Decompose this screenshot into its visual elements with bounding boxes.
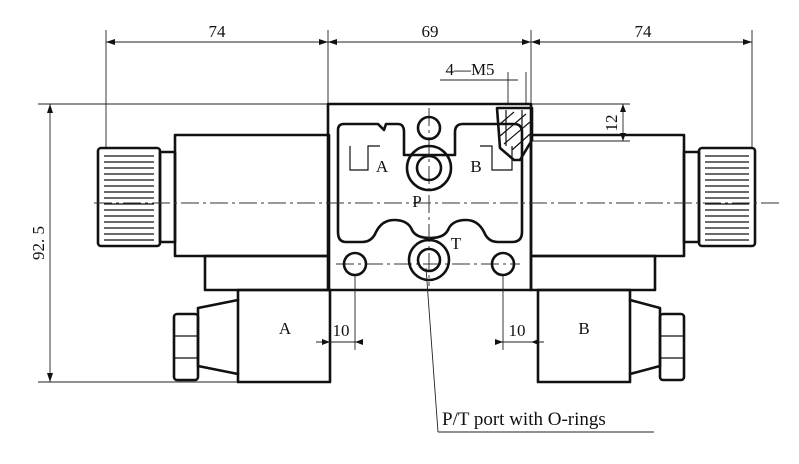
dim-right-width: 74 [635, 22, 653, 41]
left-lower-bracket [203, 254, 331, 292]
left-offset-dimension [316, 276, 363, 350]
left-knurled-nut [96, 146, 177, 248]
mounting-hole-top [416, 115, 442, 141]
right-solenoid-tube [529, 133, 686, 258]
internal-gallery [336, 122, 524, 244]
thread-leader [440, 72, 527, 104]
t-port [407, 238, 451, 282]
right-connector [536, 288, 686, 384]
p-port [405, 144, 453, 192]
dim-right-offset: 10 [509, 321, 526, 340]
right-offset-dimension [495, 276, 544, 350]
top-dimension-lines [105, 30, 753, 148]
thread-size-label: 4—M5 [445, 60, 494, 79]
right-solenoid-label: B [578, 319, 589, 338]
port-label-p: P [412, 192, 421, 211]
left-solenoid-label: A [279, 319, 292, 338]
port-label-t: T [451, 234, 462, 253]
right-knurled-nut [682, 146, 757, 248]
dim-left-offset: 10 [333, 321, 350, 340]
valve-body [326, 102, 533, 292]
mounting-hole-left [342, 251, 368, 277]
right-lower-bracket [529, 254, 657, 292]
dim-thread-depth: 12 [602, 115, 621, 132]
port-label-a: A [376, 157, 389, 176]
dim-height: 92. 5 [29, 226, 48, 260]
callout-leader [425, 267, 654, 433]
height-dimension-line [38, 103, 330, 383]
threaded-hole-section [495, 106, 534, 162]
port-label-b: B [470, 157, 481, 176]
port-callout-label: P/T port with O-rings [442, 409, 606, 430]
mounting-hole-right [490, 251, 516, 277]
left-connector [172, 288, 332, 384]
left-solenoid-tube [173, 133, 331, 258]
dim-center-width: 69 [422, 22, 439, 41]
dim-left-width: 74 [209, 22, 227, 41]
